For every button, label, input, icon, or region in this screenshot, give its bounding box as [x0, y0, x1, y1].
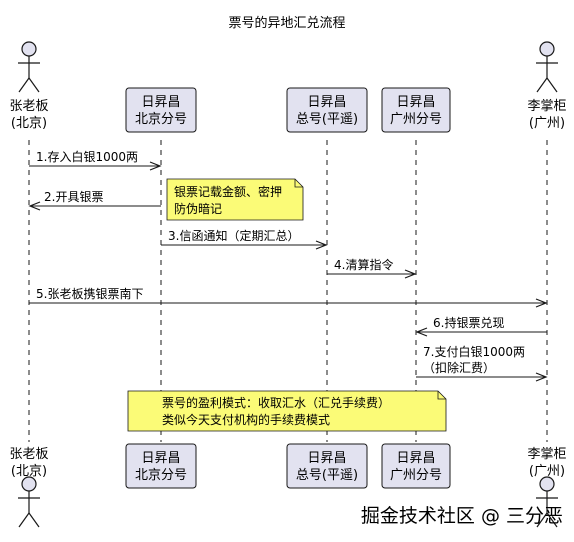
actor-head — [539, 41, 555, 57]
message-1: 1.存入白银1000两 — [29, 149, 162, 171]
actor-label: (北京) — [11, 116, 47, 131]
actor-label: 张老板 — [9, 447, 48, 462]
participant-label: 北京分号 — [135, 112, 187, 127]
participant-label: 日昇昌 — [307, 95, 346, 110]
arrowhead — [404, 269, 417, 279]
message-4: 4.清算指令 — [327, 257, 417, 279]
message-label: 7.支付白银1000两 — [423, 344, 525, 359]
message-label: 1.存入白银1000两 — [36, 149, 138, 164]
arrowhead — [149, 161, 162, 171]
message-label: 6.持银票兑现 — [433, 315, 504, 330]
message-label: 5.张老板携银票南下 — [36, 286, 143, 301]
note-2: 票号的盈利模式：收取汇水（汇兑手续费） 类似今天支付机构的手续费模式 — [127, 390, 447, 432]
watermark-text: 掘金技术社区 @ 三分恶 — [361, 505, 563, 527]
arrowhead — [315, 240, 328, 250]
arrowhead — [415, 327, 428, 337]
actor-label: (广州) — [529, 116, 565, 131]
note-body — [166, 178, 304, 221]
actor-label: (广州) — [529, 464, 565, 479]
participant-label: 广州分号 — [390, 468, 442, 483]
note-text: 银票记载金额、密押 — [174, 184, 282, 199]
actor-head — [21, 41, 37, 57]
participant-label: 北京分号 — [135, 468, 187, 483]
message-3: 3.信函通知（定期汇总） — [161, 228, 328, 250]
actor-label: 李掌柜 — [527, 99, 566, 114]
actor-leg-right — [28, 77, 40, 93]
participant-label: 日昇昌 — [307, 451, 346, 466]
message-label: （扣除汇费） — [423, 360, 495, 375]
message-2: 2.开具银票 — [28, 190, 161, 211]
arrowhead — [28, 201, 41, 211]
messages: 1.存入白银1000两 2.开具银票 3.信函通知（定期汇总） 4.清算指令 5.张老板… — [28, 149, 548, 382]
actor-label: 李掌柜 — [527, 447, 566, 462]
actor-li: 李掌柜 (广州) — [527, 41, 567, 131]
actor-head — [539, 476, 555, 492]
message-7: 7.支付白银1000两（扣除汇费） — [416, 344, 548, 382]
actor-leg-left — [536, 512, 548, 528]
participant-box — [125, 87, 197, 133]
actor-zhang: 张老板 (北京) — [9, 41, 49, 131]
participant-label: 总号(平遥) — [296, 468, 358, 483]
message-label: 2.开具银票 — [44, 190, 103, 204]
note-text: 票号的盈利模式：收取汇水（汇兑手续费） — [162, 395, 390, 410]
participant-label: 日昇昌 — [141, 451, 180, 466]
participant-label: 日昇昌 — [396, 95, 435, 110]
actor-leg-right — [28, 512, 40, 528]
participant-box — [381, 87, 451, 133]
note-fold — [437, 391, 446, 400]
actor-label: (北京) — [11, 464, 47, 479]
actor-li: 李掌柜 (广州) — [527, 447, 567, 528]
participant-box — [286, 87, 368, 133]
note-fold — [294, 179, 303, 188]
actor-leg-left — [536, 77, 548, 93]
participant-label: 日昇昌 — [141, 95, 180, 110]
participant-label: 广州分号 — [390, 112, 442, 127]
message-label: 3.信函通知（定期汇总） — [168, 228, 299, 243]
diagram-title: 票号的异地汇兑流程 — [228, 15, 345, 31]
participant-box — [125, 443, 197, 489]
participant-label: 总号(平遥) — [296, 112, 358, 127]
actor-leg-right — [546, 512, 558, 528]
note-text: 类似今天支付机构的手续费模式 — [162, 412, 330, 427]
actor-leg-left — [18, 77, 30, 93]
message-6: 6.持银票兑现 — [415, 315, 547, 337]
actor-head — [21, 476, 37, 492]
message-label: 4.清算指令 — [334, 257, 393, 272]
participant-box — [381, 443, 451, 489]
actor-leg-right — [546, 77, 558, 93]
message-5: 5.张老板携银票南下 — [29, 286, 548, 308]
note-body — [127, 390, 447, 432]
participant-box — [286, 443, 368, 489]
actor-label: 张老板 — [9, 99, 48, 114]
actor-leg-left — [18, 512, 30, 528]
note-text: 防伪暗记 — [174, 201, 222, 216]
arrowhead — [535, 372, 548, 382]
participant-label: 日昇昌 — [396, 451, 435, 466]
arrowhead — [535, 298, 548, 308]
actor-zhang: 张老板 (北京) — [9, 447, 49, 528]
